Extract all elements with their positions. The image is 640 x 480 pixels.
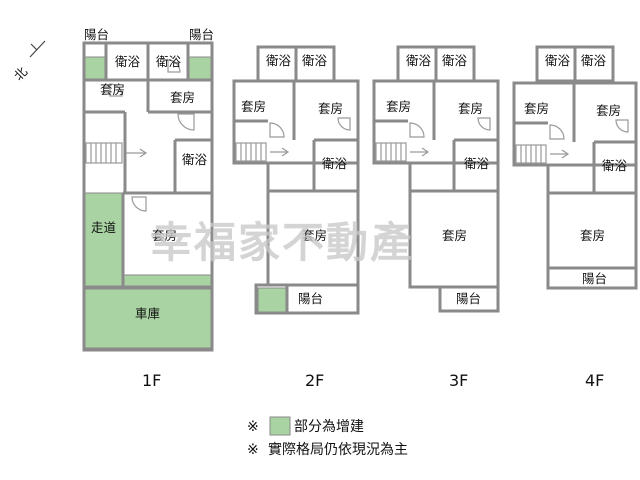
floor-2f-balcony [254, 283, 360, 315]
room-label-suite: 套房 [241, 99, 266, 114]
door-swing-icon [477, 117, 491, 131]
door-swing-icon [109, 83, 123, 97]
room-label-suite: 套房 [302, 228, 327, 243]
room-label-bath: 衛浴 [322, 156, 348, 171]
floor-label-4f: 4F [585, 371, 604, 390]
stair-icon [375, 142, 430, 162]
legend-mark: ※ [247, 442, 259, 458]
stair-icon [515, 144, 570, 164]
floor-3f-balcony [438, 285, 500, 313]
addition-strip [122, 274, 212, 287]
floor-3f-plan: 衛浴 衛浴 套房 套房 衛浴 套房 陽台 [372, 45, 500, 313]
room-label-suite: 套房 [170, 90, 195, 105]
legend-mark: ※ [247, 419, 259, 435]
door-swing-icon [269, 122, 285, 138]
room-label-suite: 套房 [386, 99, 411, 114]
room-label-balcony: 陽台 [298, 291, 323, 306]
legend-swatch [269, 416, 291, 436]
door-swing-icon [131, 196, 147, 212]
room-label-balcony: 陽台 [582, 271, 607, 286]
door-swing-icon [167, 59, 181, 73]
room-label-corridor: 走道 [91, 220, 117, 235]
watermark-text: 幸福家不動產 [150, 218, 414, 267]
stair-icon [235, 142, 290, 162]
room-label-bath: 衛浴 [302, 53, 328, 68]
door-swing-icon [615, 119, 629, 133]
room-label-bath: 衛浴 [602, 158, 628, 173]
stair-icon [85, 142, 148, 164]
room-label-balcony: 陽台 [189, 27, 214, 42]
room-label-bath: 衛浴 [182, 152, 208, 167]
addition-garage [84, 288, 212, 349]
floor-4f-lower-block [546, 163, 638, 290]
room-label-bath: 衛浴 [115, 54, 141, 69]
room-label-suite: 套房 [524, 101, 549, 116]
addition-balcony-right [187, 56, 213, 80]
addition-balcony-left [83, 56, 107, 80]
floor-label-1f: 1F [142, 371, 161, 390]
room-label-balcony: 陽台 [84, 27, 109, 42]
room-label-garage: 車庫 [135, 306, 160, 321]
legend-note-text: 實際格局仍依現況為主 [268, 441, 408, 458]
room-label-suite: 套房 [100, 82, 125, 97]
floor-2f-plan: 衛浴 衛浴 套房 套房 衛浴 套房 陽台 [232, 45, 360, 315]
floor-1f-plan: 陽台 陽台 衛浴 衛浴 套房 套房 衛浴 套房 走道 車庫 [82, 27, 214, 352]
room-label-balcony: 陽台 [456, 291, 481, 306]
legend-addition-text: 部分為增建 [294, 419, 364, 435]
floor-label-3f: 3F [449, 371, 468, 390]
door-swing-icon [549, 124, 565, 140]
room-label-bath: 衛浴 [442, 53, 468, 68]
room-label-suite: 套房 [152, 228, 177, 243]
door-swing-icon [177, 113, 195, 131]
room-label-suite: 套房 [442, 228, 467, 243]
room-label-bath: 衛浴 [156, 54, 182, 69]
room-label-suite: 套房 [596, 103, 621, 118]
room-label-bath: 衛浴 [406, 53, 432, 68]
compass-north-arrow: 北 [11, 40, 46, 84]
room-label-suite: 套房 [318, 101, 343, 116]
room-label-bath: 衛浴 [545, 53, 571, 68]
room-label-suite: 套房 [580, 228, 605, 243]
door-swing-icon [337, 117, 351, 131]
floor-4f-plan: 衛浴 衛浴 套房 套房 衛浴 套房 陽台 [512, 45, 638, 290]
room-label-suite: 套房 [458, 101, 483, 116]
room-label-bath: 衛浴 [266, 53, 292, 68]
room-label-bath: 衛浴 [464, 156, 490, 171]
floor-label-2f: 2F [305, 371, 324, 390]
addition-balcony-2f [257, 287, 288, 313]
addition-corridor [84, 192, 124, 287]
compass-north-label: 北 [11, 64, 31, 84]
room-label-bath: 衛浴 [581, 53, 607, 68]
door-swing-icon [409, 122, 425, 138]
